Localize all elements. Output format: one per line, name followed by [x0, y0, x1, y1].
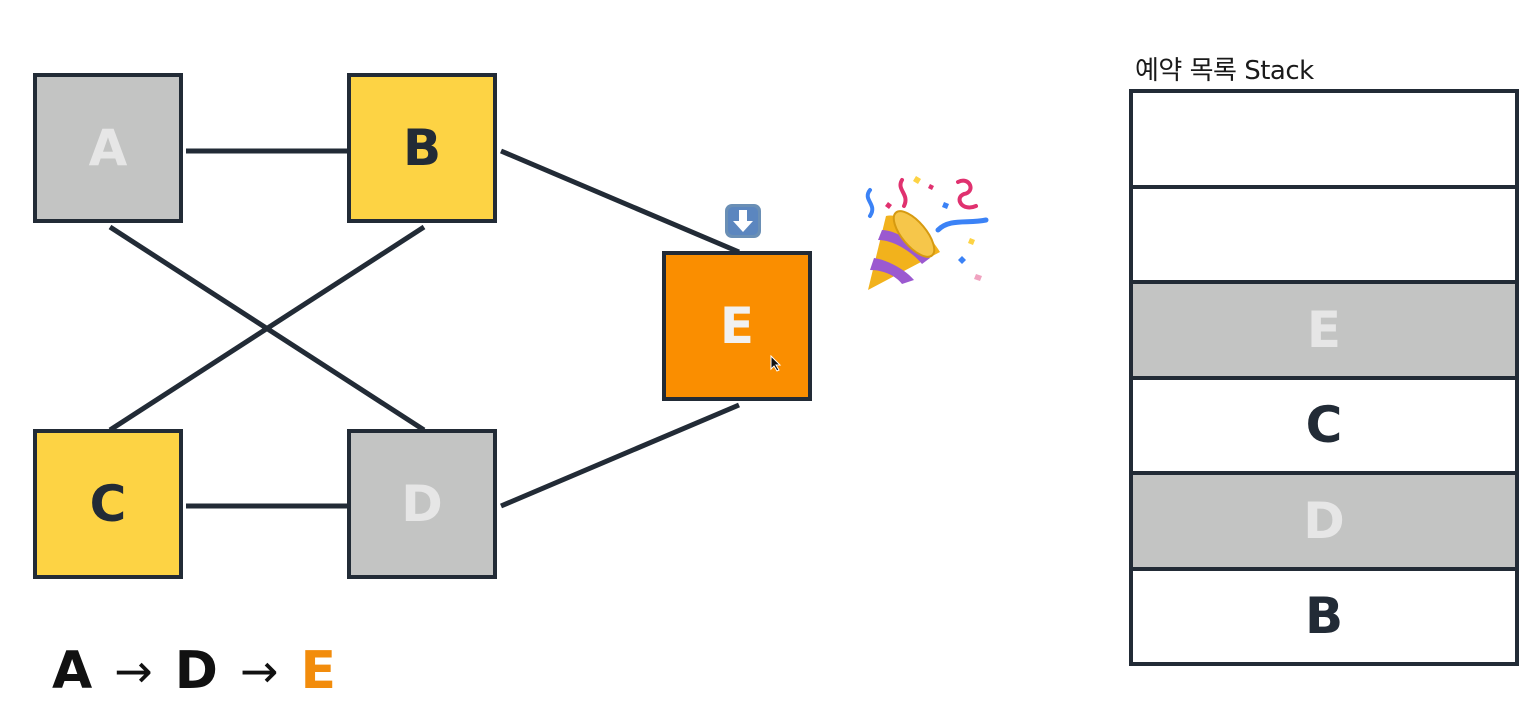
node-d-label: D — [401, 475, 443, 533]
node-a[interactable]: A — [33, 73, 183, 223]
node-c-label: C — [89, 475, 127, 533]
reservation-stack: E C D B — [1129, 89, 1519, 666]
edge-d-e — [500, 402, 740, 509]
node-e-label: E — [719, 297, 755, 355]
path-step-2: D — [174, 641, 218, 701]
down-arrow-icon — [725, 204, 761, 238]
path-step-current: E — [300, 641, 337, 701]
node-d[interactable]: D — [347, 429, 497, 579]
node-b-label: B — [402, 119, 442, 177]
path-arrow-1: → — [114, 644, 153, 698]
stack-slot-d: D — [1133, 471, 1515, 567]
path-arrow-2: → — [239, 644, 279, 698]
node-b[interactable]: B — [347, 73, 497, 223]
stack-slot-1 — [1133, 93, 1515, 185]
stack-slot-e: E — [1133, 280, 1515, 376]
party-popper-icon — [865, 176, 989, 290]
edge-b-c — [108, 224, 426, 433]
stack-title: 예약 목록 Stack — [1135, 56, 1314, 86]
path-step-1: A — [52, 641, 93, 701]
stack-slot-2 — [1133, 184, 1515, 280]
traversal-path: A → D → E — [52, 638, 336, 704]
stack-slot-c: C — [1133, 375, 1515, 471]
node-c[interactable]: C — [33, 429, 183, 579]
node-a-label: A — [88, 119, 128, 177]
mouse-cursor-icon — [770, 355, 782, 372]
node-e[interactable]: E — [662, 251, 812, 401]
stack-slot-b: B — [1133, 566, 1515, 662]
edge-b-e — [500, 148, 740, 255]
